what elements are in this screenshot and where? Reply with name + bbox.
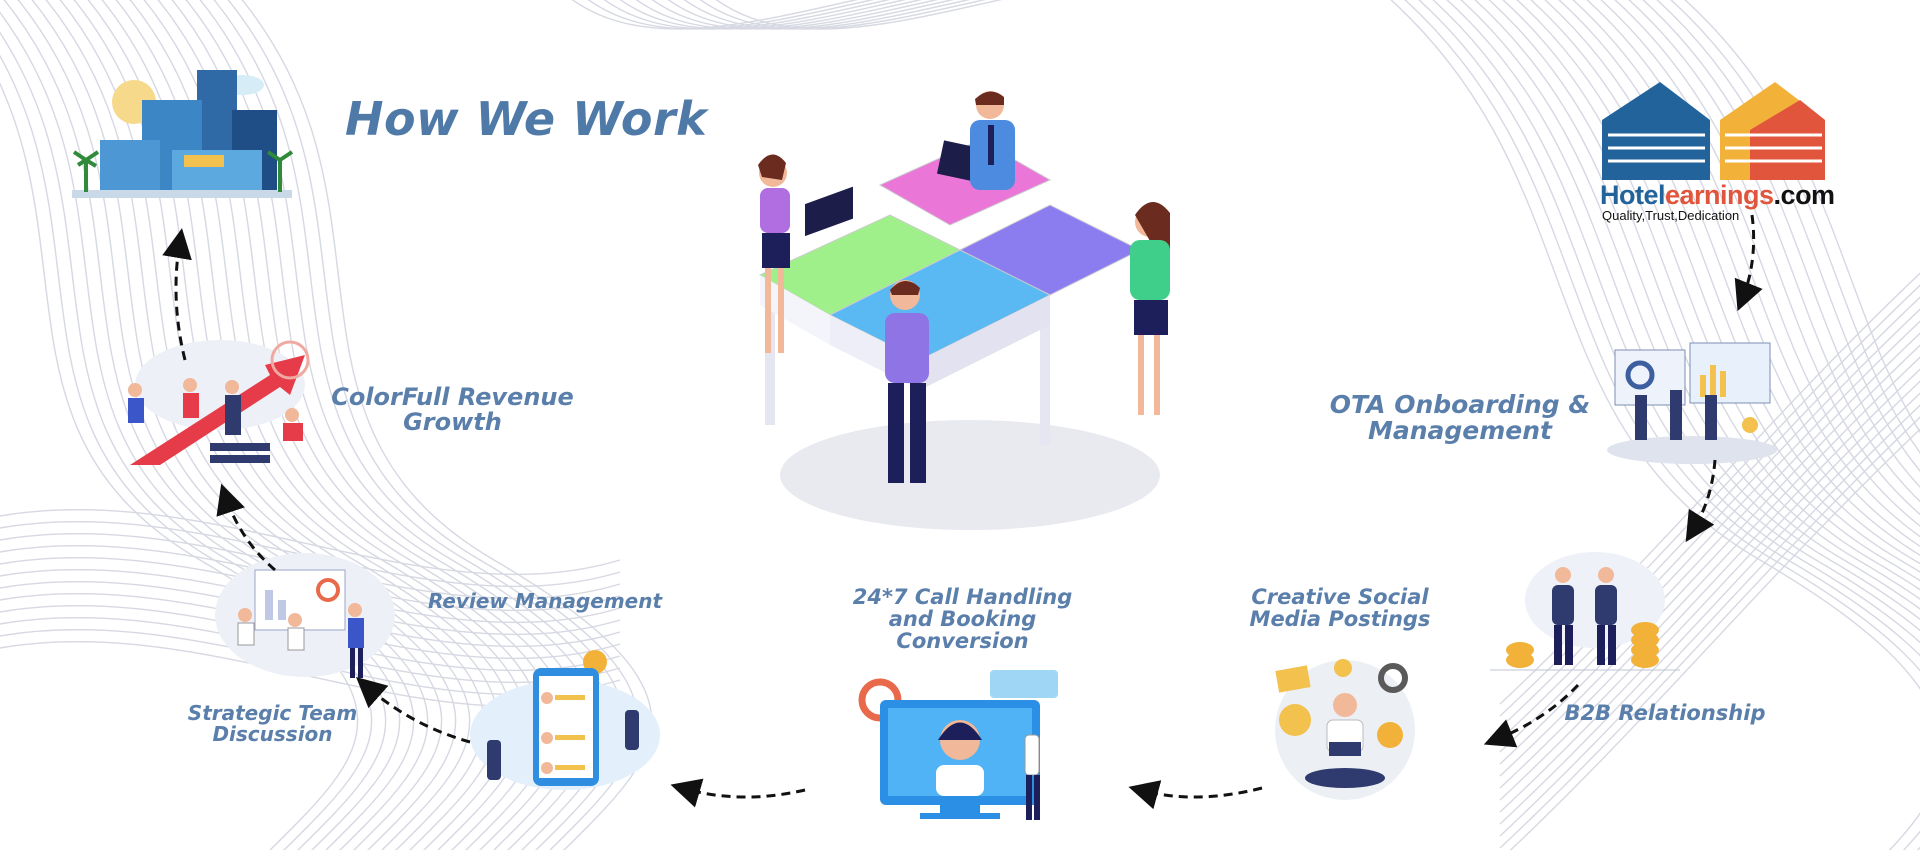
strategic-team-illustration xyxy=(215,553,395,678)
wave-line xyxy=(667,0,955,30)
wave-line xyxy=(0,508,621,576)
wave-line xyxy=(1499,416,1920,849)
arrow-b2b-to-social xyxy=(1483,683,1580,748)
wave-line xyxy=(1499,404,1920,837)
wave-line xyxy=(0,31,387,850)
call-handling-illustration xyxy=(858,670,1058,820)
arrow-strategy-to-revenue xyxy=(216,483,276,572)
step-label-revenue: ColorFull Revenue Growth xyxy=(331,383,574,437)
wave-line xyxy=(0,82,359,850)
wave-line xyxy=(1499,368,1920,801)
hotelearnings-logo: Hotelearnings.com Quality,Trust,Dedicati… xyxy=(1600,80,1835,225)
logo-part-hotel: Hotel xyxy=(1600,180,1666,210)
logo-buildings-icon xyxy=(1602,82,1825,180)
wave-line xyxy=(587,0,875,30)
logo-tagline: Quality,Trust,Dedication xyxy=(1602,208,1740,223)
arrow-call-to-review xyxy=(670,778,806,808)
wave-line xyxy=(1459,0,1920,621)
ota-onboarding-illustration xyxy=(1607,342,1777,464)
step-label-social: Creative Social Media Postings xyxy=(1249,585,1431,632)
page-title: How We Work xyxy=(345,92,708,146)
review-management-illustration xyxy=(470,650,660,790)
wave-line xyxy=(1499,308,1920,741)
wave-line xyxy=(603,0,891,30)
wave-line xyxy=(715,0,1003,30)
wave-line xyxy=(619,0,907,30)
arrow-review-to-strategy xyxy=(356,677,471,744)
step-label-ota: OTA Onboarding & Management xyxy=(1329,390,1591,446)
wave-line xyxy=(1599,0,1920,527)
step-label-strategy: Strategic Team Discussion xyxy=(187,701,358,746)
wave-line xyxy=(1417,0,1920,850)
wave-line xyxy=(683,0,971,30)
wave-line xyxy=(1499,344,1920,777)
wave-line xyxy=(0,54,373,850)
arrow-social-to-call xyxy=(1128,780,1263,810)
step-label-call: 24*7 Call Handling and Booking Conversio… xyxy=(852,585,1073,654)
wave-line xyxy=(571,0,859,30)
team-puzzle-illustration xyxy=(758,91,1170,530)
wave-line xyxy=(1499,380,1920,813)
wave-line xyxy=(651,0,939,30)
wave-line xyxy=(1499,320,1920,753)
arrow-logo-to-ota xyxy=(1734,214,1763,312)
wave-line xyxy=(1509,428,1920,850)
wave-line xyxy=(1445,0,1920,632)
arrow-ota-to-b2b xyxy=(1685,459,1717,543)
wave-line xyxy=(17,0,429,850)
wave-line xyxy=(635,0,923,30)
logo-part-earnings: earnings xyxy=(1665,180,1774,210)
wave-line xyxy=(699,0,987,30)
social-media-illustration xyxy=(1275,659,1415,800)
wave-line xyxy=(1499,332,1920,765)
logo-part-com: .com xyxy=(1773,180,1836,210)
wave-line xyxy=(1499,392,1920,825)
wave-line xyxy=(0,11,401,850)
arrow-revenue-to-hotel xyxy=(162,228,192,361)
hotel-building-icon xyxy=(72,70,294,198)
b2b-handshake-illustration xyxy=(1490,552,1680,671)
step-label-review: Review Management xyxy=(427,589,663,613)
step-label-b2b: B2B Relationship xyxy=(1564,701,1766,725)
wave-line xyxy=(1499,356,1920,789)
wave-line xyxy=(1473,0,1920,610)
revenue-growth-illustration xyxy=(128,340,310,465)
logo-wordmark: Hotelearnings.com xyxy=(1600,180,1835,211)
wave-line xyxy=(1403,0,1920,850)
wave-line xyxy=(1499,296,1920,729)
